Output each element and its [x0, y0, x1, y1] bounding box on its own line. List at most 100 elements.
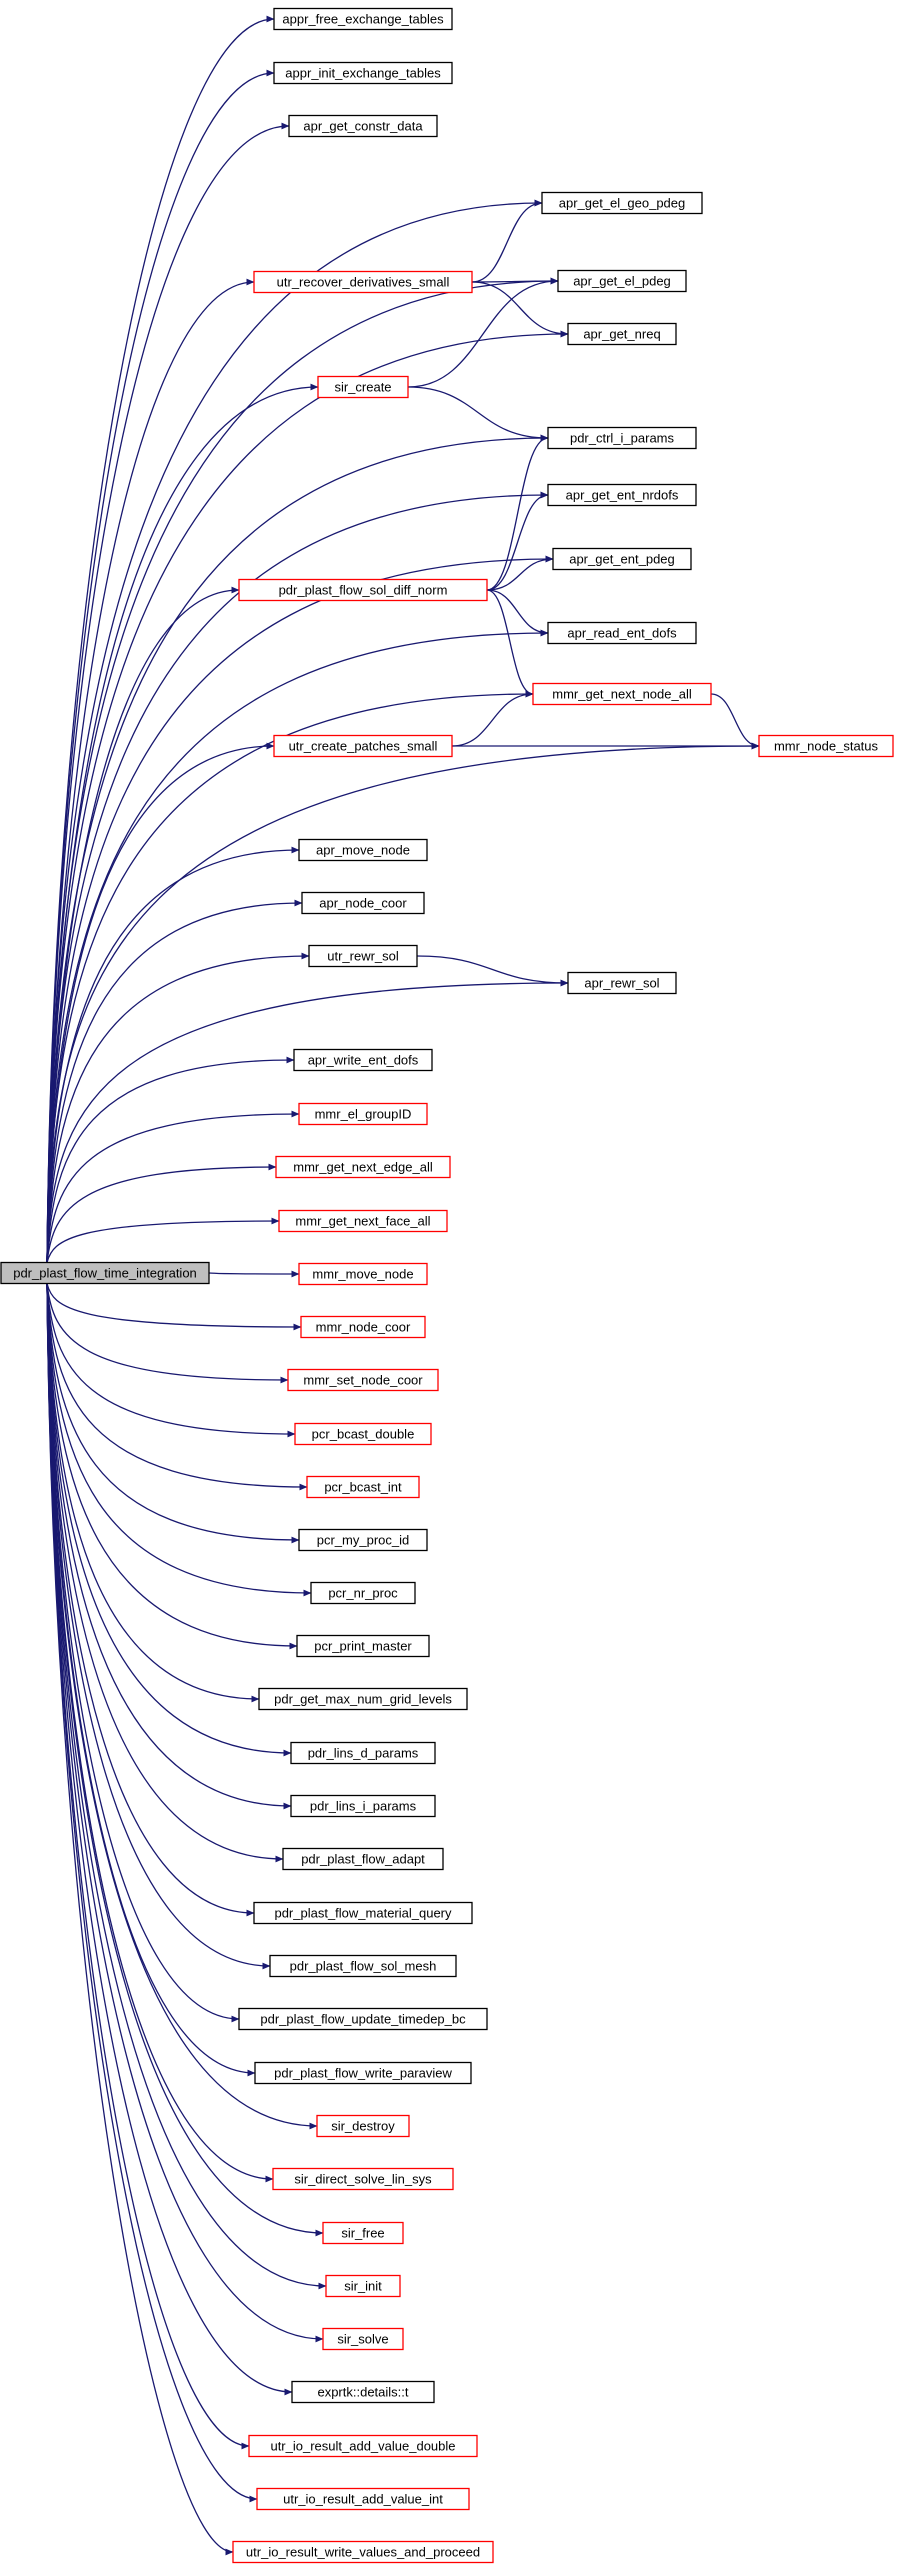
node-box	[287, 1368, 439, 1392]
node-sir_create[interactable]: sir_create	[317, 375, 409, 399]
node-apr_rewr_sol[interactable]: apr_rewr_sol	[567, 971, 677, 995]
node-apr_get_constr_data[interactable]: apr_get_constr_data	[288, 114, 438, 138]
node-label: sir_destroy	[331, 2119, 395, 2134]
node-label: pdr_get_max_num_grid_levels	[274, 1692, 452, 1707]
node-box	[238, 2007, 488, 2031]
node-apr_node_coor[interactable]: apr_node_coor	[301, 891, 425, 915]
node-pdr_lins_i_params[interactable]: pdr_lins_i_params	[290, 1794, 436, 1818]
node-mmr_get_next_face_all[interactable]: mmr_get_next_face_all	[278, 1209, 448, 1233]
node-box	[317, 375, 409, 399]
node-pdr_get_max_num_grid_levels[interactable]: pdr_get_max_num_grid_levels	[258, 1687, 468, 1711]
node-mmr_set_node_coor[interactable]: mmr_set_node_coor	[287, 1368, 439, 1392]
node-apr_get_el_geo_pdeg[interactable]: apr_get_el_geo_pdeg	[541, 191, 703, 215]
node-label: sir_free	[341, 2226, 384, 2241]
node-box	[325, 2274, 401, 2298]
edge-pdr_plast_flow_sol_diff_norm-to-apr_get_ent_nrdofs	[486, 491, 549, 591]
node-pdr_lins_d_params[interactable]: pdr_lins_d_params	[290, 1741, 436, 1765]
node-pcr_bcast_int[interactable]: pcr_bcast_int	[306, 1475, 420, 1499]
node-label: utr_io_result_write_values_and_proceed	[246, 2545, 480, 2560]
node-mmr_get_next_edge_all[interactable]: mmr_get_next_edge_all	[275, 1155, 451, 1179]
node-pdr_plast_flow_adapt[interactable]: pdr_plast_flow_adapt	[282, 1847, 444, 1871]
edge-pdr_plast_flow_sol_diff_norm-to-pdr_ctrl_i_params	[486, 434, 549, 591]
edge-pdr_plast_flow_time_integration-to-utr_create_patches_small	[46, 742, 275, 1263]
node-sir_init[interactable]: sir_init	[325, 2274, 401, 2298]
node-utr_rewr_sol[interactable]: utr_rewr_sol	[308, 944, 418, 968]
node-sir_direct_solve_lin_sys[interactable]: sir_direct_solve_lin_sys	[272, 2167, 454, 2191]
node-pcr_nr_proc[interactable]: pcr_nr_proc	[310, 1581, 416, 1605]
node-appr_free_exchange_tables[interactable]: appr_free_exchange_tables	[273, 7, 453, 31]
edge-pdr_plast_flow_time_integration-to-utr_io_result_add_value_double	[46, 1283, 250, 2450]
edge-pdr_plast_flow_time_integration-to-mmr_move_node	[208, 1270, 300, 1278]
node-box	[278, 1209, 448, 1233]
edge-utr_recover_derivatives_small-to-apr_get_el_geo_pdeg	[471, 199, 543, 283]
edge-pdr_plast_flow_time_integration-to-exprtk_details_t	[46, 1283, 293, 2396]
node-label: pdr_plast_flow_material_query	[274, 1906, 452, 1921]
node-box	[248, 2434, 478, 2458]
node-utr_create_patches_small[interactable]: utr_create_patches_small	[273, 734, 453, 758]
edge-pdr_plast_flow_time_integration-to-pdr_ctrl_i_params	[46, 434, 549, 1263]
node-label: pdr_plast_flow_time_integration	[13, 1266, 197, 1281]
node-utr_recover_derivatives_small[interactable]: utr_recover_derivatives_small	[253, 270, 473, 294]
node-box	[253, 270, 473, 294]
node-apr_get_el_pdeg[interactable]: apr_get_el_pdeg	[557, 269, 687, 293]
node-utr_io_result_add_value_int[interactable]: utr_io_result_add_value_int	[256, 2487, 470, 2511]
node-pdr_plast_flow_update_timedep_bc[interactable]: pdr_plast_flow_update_timedep_bc	[238, 2007, 488, 2031]
node-utr_io_result_add_value_double[interactable]: utr_io_result_add_value_double	[248, 2434, 478, 2458]
node-label: pcr_bcast_double	[312, 1427, 415, 1442]
node-box	[547, 483, 697, 507]
node-apr_read_ent_dofs[interactable]: apr_read_ent_dofs	[547, 621, 697, 645]
node-label: sir_init	[344, 2279, 382, 2294]
node-pdr_plast_flow_time_integration[interactable]: pdr_plast_flow_time_integration	[0, 1261, 210, 1285]
node-utr_io_result_write_values_and_proceed[interactable]: utr_io_result_write_values_and_proceed	[232, 2540, 494, 2564]
node-label: pdr_plast_flow_sol_diff_norm	[279, 583, 448, 598]
node-label: pdr_plast_flow_sol_mesh	[290, 1959, 437, 1974]
node-label: utr_io_result_add_value_double	[270, 2439, 455, 2454]
node-mmr_move_node[interactable]: mmr_move_node	[298, 1262, 428, 1286]
edge-pdr_plast_flow_sol_diff_norm-to-mmr_get_next_node_all	[486, 589, 534, 698]
edge-pdr_plast_flow_time_integration-to-sir_create	[46, 383, 319, 1263]
edge-utr_recover_derivatives_small-to-apr_get_nreq	[471, 281, 569, 338]
edge-pdr_plast_flow_time_integration-to-mmr_set_node_coor	[46, 1283, 289, 1384]
node-label: apr_node_coor	[319, 896, 407, 911]
node-box	[0, 1261, 210, 1285]
node-pcr_print_master[interactable]: pcr_print_master	[296, 1634, 430, 1658]
node-box	[758, 734, 894, 758]
node-appr_init_exchange_tables[interactable]: appr_init_exchange_tables	[273, 61, 453, 85]
node-mmr_node_status[interactable]: mmr_node_status	[758, 734, 894, 758]
node-box	[541, 191, 703, 215]
node-pdr_plast_flow_material_query[interactable]: pdr_plast_flow_material_query	[253, 1901, 473, 1925]
node-sir_destroy[interactable]: sir_destroy	[316, 2114, 410, 2138]
node-pdr_plast_flow_sol_mesh[interactable]: pdr_plast_flow_sol_mesh	[269, 1954, 457, 1978]
edge-pdr_plast_flow_time_integration-to-apr_rewr_sol	[46, 979, 569, 1263]
edge-pdr_plast_flow_time_integration-to-pdr_get_max_num_grid_levels	[46, 1283, 260, 1703]
node-box	[254, 2061, 472, 2085]
edge-pdr_plast_flow_time_integration-to-appr_init_exchange_tables	[46, 69, 275, 1263]
node-box	[256, 2487, 470, 2511]
node-box	[322, 2221, 404, 2245]
node-pcr_my_proc_id[interactable]: pcr_my_proc_id	[298, 1528, 428, 1552]
edge-pdr_plast_flow_time_integration-to-mmr_el_groupID	[46, 1110, 300, 1263]
node-sir_free[interactable]: sir_free	[322, 2221, 404, 2245]
node-sir_solve[interactable]: sir_solve	[322, 2327, 404, 2351]
node-apr_move_node[interactable]: apr_move_node	[298, 838, 428, 862]
node-box	[273, 7, 453, 31]
node-pdr_plast_flow_write_paraview[interactable]: pdr_plast_flow_write_paraview	[254, 2061, 472, 2085]
node-mmr_node_coor[interactable]: mmr_node_coor	[300, 1315, 426, 1339]
node-apr_write_ent_dofs[interactable]: apr_write_ent_dofs	[293, 1048, 433, 1072]
edge-pdr_plast_flow_time_integration-to-pcr_my_proc_id	[46, 1283, 300, 1544]
node-pdr_ctrl_i_params[interactable]: pdr_ctrl_i_params	[547, 426, 697, 450]
node-label: apr_get_ent_nrdofs	[566, 488, 679, 503]
node-mmr_el_groupID[interactable]: mmr_el_groupID	[298, 1102, 428, 1126]
edge-pdr_plast_flow_time_integration-to-sir_destroy	[46, 1283, 318, 2130]
node-apr_get_ent_pdeg[interactable]: apr_get_ent_pdeg	[552, 547, 692, 571]
node-box	[308, 944, 418, 968]
node-box	[301, 891, 425, 915]
node-pcr_bcast_double[interactable]: pcr_bcast_double	[294, 1422, 432, 1446]
edge-pdr_plast_flow_time_integration-to-mmr_node_coor	[46, 1283, 302, 1331]
node-mmr_get_next_node_all[interactable]: mmr_get_next_node_all	[532, 682, 712, 706]
node-apr_get_ent_nrdofs[interactable]: apr_get_ent_nrdofs	[547, 483, 697, 507]
node-pdr_plast_flow_sol_diff_norm[interactable]: pdr_plast_flow_sol_diff_norm	[238, 578, 488, 602]
node-apr_get_nreq[interactable]: apr_get_nreq	[567, 322, 677, 346]
edge-pdr_plast_flow_time_integration-to-pdr_plast_flow_sol_mesh	[46, 1283, 271, 1970]
node-exprtk_details_t[interactable]: exprtk::details::t	[291, 2380, 435, 2404]
